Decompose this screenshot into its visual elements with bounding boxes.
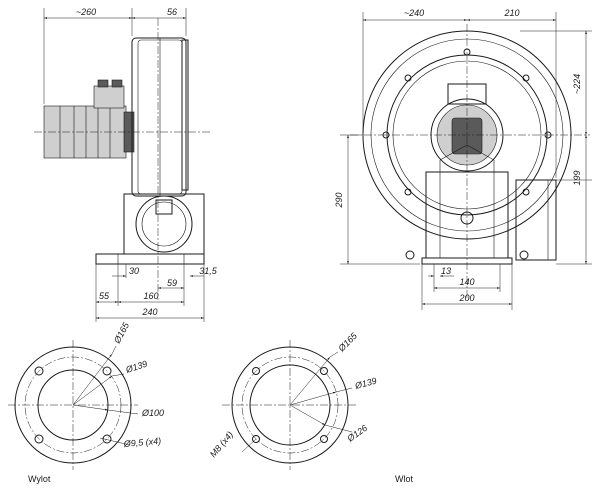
outlet-flange: Ø165 Ø139 Ø100 Ø9,5 (x4) Wylot <box>8 320 164 484</box>
inlet-label: Wlot <box>395 474 413 484</box>
inlet-thread: M8 (x4) <box>208 429 235 459</box>
dim-width-left: ~240 <box>404 8 424 18</box>
dim-foot-half: 59 <box>167 278 177 288</box>
foot-plate <box>95 253 205 265</box>
outlet-flange-holes <box>34 366 112 444</box>
inlet-flange-holes <box>252 367 328 443</box>
dim-overall-left: ~260 <box>76 7 96 17</box>
inlet-d-bolt: Ø139 <box>353 376 378 392</box>
dim-foot-slot: 30 <box>129 266 139 276</box>
outlet-d-hole: Ø9,5 (x4) <box>122 436 161 449</box>
outlet-d-outer: Ø165 <box>111 320 131 346</box>
outlet-d-inner: Ø100 <box>141 408 164 418</box>
inlet-flange: Ø165 Ø139 Ø126 M8 (x4) Wlot <box>208 330 414 484</box>
outlet-label: Wylot <box>28 474 51 484</box>
dim-foot-edge: 31,5 <box>199 266 218 276</box>
dim-total-height: 290 <box>334 192 344 208</box>
dim-base-span: 140 <box>459 277 474 287</box>
inlet-d-inner: Ø126 <box>345 423 370 444</box>
dim-slot: 13 <box>441 266 451 276</box>
motor-body <box>43 105 127 159</box>
discharge-outlet <box>515 179 557 261</box>
dim-outlet-height: 199 <box>572 170 582 185</box>
dim-base-total: 200 <box>458 293 474 303</box>
housing-side <box>131 37 187 197</box>
side-view: ~260 56 30 31,5 59 55 160 240 <box>34 7 218 322</box>
inlet-d-outer: Ø165 <box>336 330 360 354</box>
front-view: ~240 210 ~224 199 290 13 140 200 <box>334 8 592 310</box>
dim-width-right: 210 <box>503 8 519 18</box>
terminal-box <box>93 85 125 109</box>
dim-foot-total: 240 <box>141 307 157 317</box>
dim-overall-right: 56 <box>167 7 177 17</box>
outlet-d-bolt: Ø139 <box>124 359 149 376</box>
dim-foot-span: 160 <box>143 291 158 301</box>
dim-foot-offset: 55 <box>99 291 110 301</box>
dim-upper-height: ~224 <box>572 74 582 94</box>
